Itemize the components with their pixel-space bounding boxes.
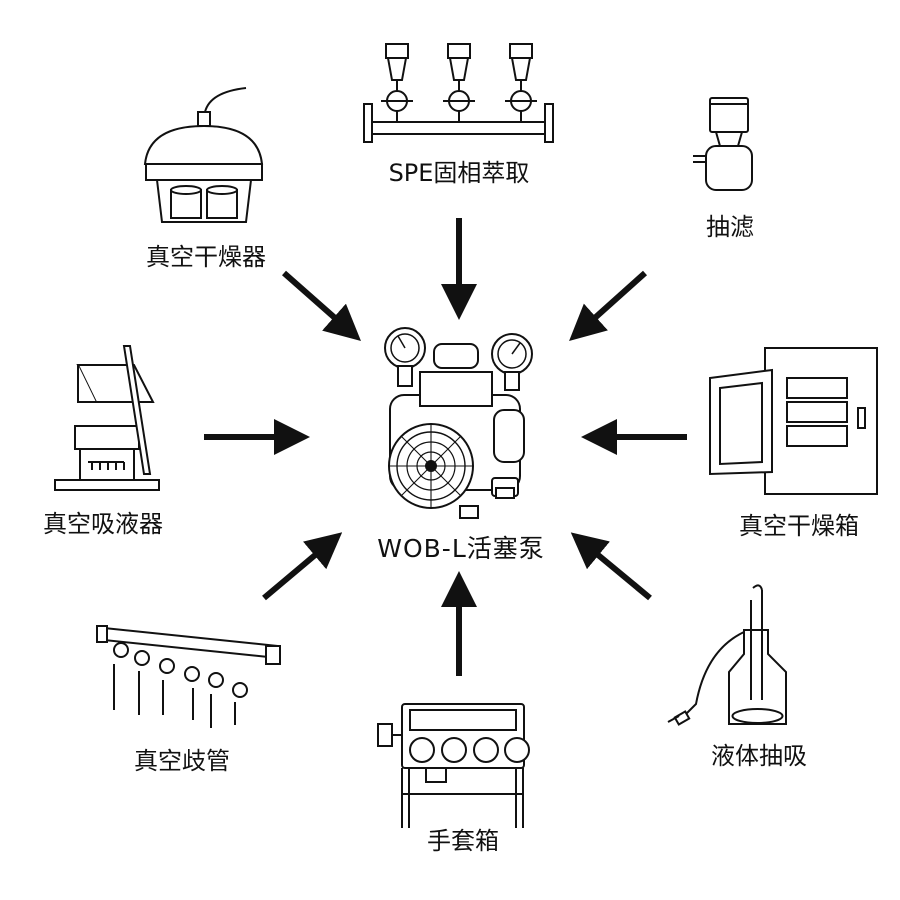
arrow-from-vacuum-manifold	[262, 532, 343, 601]
spe-column-3	[505, 43, 537, 122]
glove-box-icon	[377, 703, 530, 828]
spe-manifold-icon	[363, 43, 554, 143]
label-liquid-suction: 液体抽吸	[711, 742, 807, 770]
spe-column-2	[443, 43, 475, 122]
spe-column-1	[381, 43, 413, 122]
manifold-taps	[113, 642, 248, 728]
vacuum-desiccator-icon	[143, 87, 264, 223]
piston-pump-icon	[384, 327, 533, 519]
label-filtration: 抽滤	[706, 213, 754, 241]
vacuum-aspirator-icon	[54, 345, 160, 491]
arrow-from-liquid-suction	[570, 532, 652, 601]
arrow-from-vacuum-desiccator	[282, 270, 361, 341]
arrow-from-filtration	[569, 270, 648, 342]
vacuum-manifold-icon	[96, 625, 281, 728]
arrows	[204, 218, 687, 676]
label-glove-box: 手套箱	[427, 827, 499, 855]
vacuum-oven-icon	[709, 347, 878, 495]
pump-label: WOB-L活塞泵	[377, 534, 545, 563]
label-vacuum-aspirator: 真空吸液器	[43, 510, 163, 538]
filtration-flask-icon	[693, 97, 753, 191]
label-vacuum-desiccator: 真空干燥器	[146, 243, 266, 271]
label-vacuum-manifold: 真空歧管	[134, 747, 230, 775]
label-spe: SPE固相萃取	[388, 159, 530, 187]
label-vacuum-oven: 真空干燥箱	[739, 512, 859, 540]
suction-bottle-icon	[667, 584, 787, 726]
